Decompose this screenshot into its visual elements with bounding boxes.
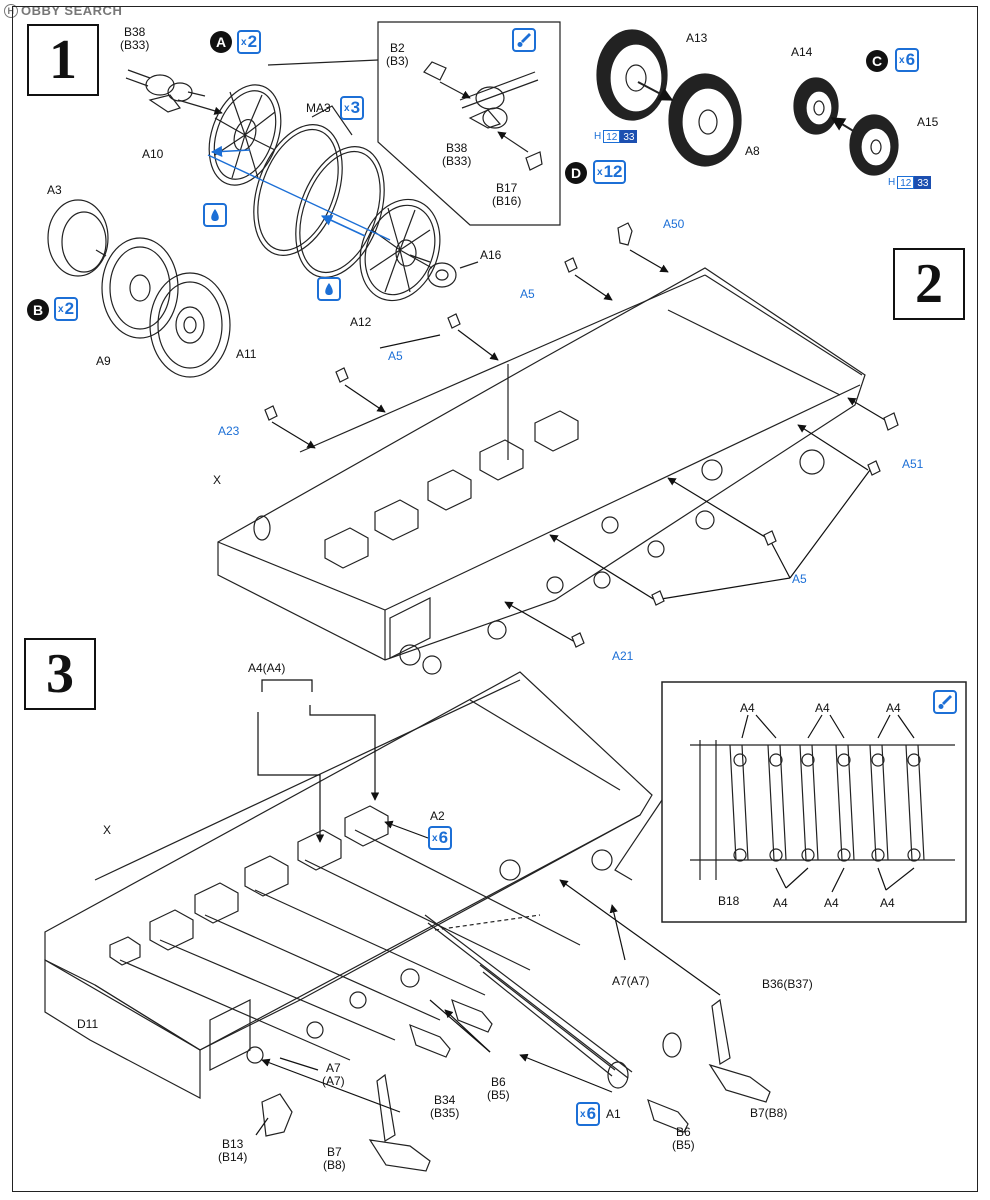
label-a5-mid: A5: [388, 349, 403, 363]
quantity-c: 6: [905, 50, 916, 69]
label-a13: A13: [686, 31, 708, 45]
road-wheel-a13: [596, 29, 668, 121]
label-b7-right: B7(B8): [750, 1106, 788, 1120]
sprocket-a11: [149, 272, 231, 378]
label-a50: A50: [663, 217, 685, 231]
label-hull-x-step3: X: [103, 823, 112, 837]
quantity-ma3: 3: [350, 98, 361, 117]
detail-label-b18: B18: [718, 894, 740, 908]
sub-assembly-marker-d: D: [565, 162, 587, 184]
glue-icons: [203, 203, 341, 301]
return-roller-a15: [849, 114, 899, 176]
detail-box-axle: [377, 21, 561, 226]
label-a4-a4: A4(A4): [248, 661, 286, 675]
axle-b38: [125, 69, 223, 115]
suspension-arms-step3: [261, 914, 771, 1172]
sub-assembly-marker-a: A: [210, 31, 232, 53]
label-d11: D11: [77, 1017, 99, 1031]
label-a15: A15: [917, 115, 939, 129]
return-roller-a14: [793, 77, 839, 135]
label-a5-top: A5: [520, 287, 535, 301]
sub-assembly-marker-c: C: [866, 50, 888, 72]
label-a9: A9: [96, 354, 111, 368]
detail-axle-parts: [423, 61, 543, 171]
hub-cap-a16: [427, 261, 479, 288]
label-detail-b17: B17(B16): [492, 181, 522, 208]
assembly-axis-line: [207, 154, 391, 241]
hull-lower-step2: [217, 267, 866, 675]
quantity-a2: 6: [438, 828, 449, 847]
label-b6-left: B6(B5): [487, 1075, 510, 1102]
hull-brackets-step2: [264, 222, 899, 648]
label-hull-x-step2: X: [213, 473, 222, 487]
paint-brush-icon: [512, 28, 536, 52]
detail-label-a4-top-3: A4: [886, 701, 901, 715]
label-detail-b38: B38(B33): [442, 141, 472, 168]
label-a10: A10: [142, 147, 164, 161]
final-drive-a3: [47, 199, 109, 277]
label-a12: A12: [350, 315, 372, 329]
label-a8: A8: [745, 144, 760, 158]
label-b34: B34(B35): [430, 1093, 460, 1120]
page-frame: [12, 6, 978, 1192]
detail-box-suspension: [614, 681, 967, 923]
detail-label-a4-top-2: A4: [815, 701, 830, 715]
idler-wheel-a10: [208, 84, 282, 186]
step-number-2: 2: [893, 248, 965, 320]
label-a11: A11: [236, 347, 257, 361]
idler-wheel-a12: [359, 198, 441, 302]
label-a21: A21: [612, 649, 634, 663]
label-a7-right: A7(A7): [612, 974, 650, 988]
label-b7-left: B7(B8): [323, 1145, 346, 1172]
detail-label-a4-bottom-3: A4: [880, 896, 895, 910]
label-b13: B13(B14): [218, 1137, 248, 1164]
sprocket-a9: [101, 237, 179, 339]
detail-label-a4-bottom-1: A4: [773, 896, 788, 910]
quantity-b: 2: [64, 299, 75, 318]
detail-label-a4-top-1: A4: [740, 701, 755, 715]
label-a23: A23: [218, 424, 240, 438]
label-detail-b2: B2(B3): [386, 41, 409, 68]
paint-brush-icon-detail: [933, 690, 957, 714]
label-a3: A3: [47, 183, 62, 197]
rubber-rings-ma3: [253, 105, 385, 278]
step-number-1: 1: [27, 24, 99, 96]
label-a5-right: A5: [792, 572, 807, 586]
step-number-3: 3: [24, 638, 96, 710]
label-a1: A1: [606, 1107, 621, 1121]
watermark-badge: H: [4, 3, 18, 18]
detail-label-a4-bottom-2: A4: [824, 896, 839, 910]
hull-lower-step3: [44, 671, 653, 1099]
label-a2: A2: [430, 809, 445, 823]
label-ma3: MA3: [306, 101, 331, 115]
label-a7-left: A7(A7): [322, 1061, 345, 1088]
road-wheel-a8: [668, 73, 742, 167]
label-a16: A16: [480, 248, 502, 262]
quantity-d: 12: [603, 162, 623, 181]
sub-assembly-marker-b: B: [27, 299, 49, 321]
label-b38: B38(B33): [120, 25, 150, 52]
quantity-a: 2: [247, 32, 258, 51]
label-b6-right: B6(B5): [672, 1125, 695, 1152]
label-b36: B36(B37): [762, 977, 813, 991]
label-a51: A51: [902, 457, 924, 471]
quantity-a1: 6: [586, 1104, 597, 1123]
label-a14: A14: [791, 45, 813, 59]
